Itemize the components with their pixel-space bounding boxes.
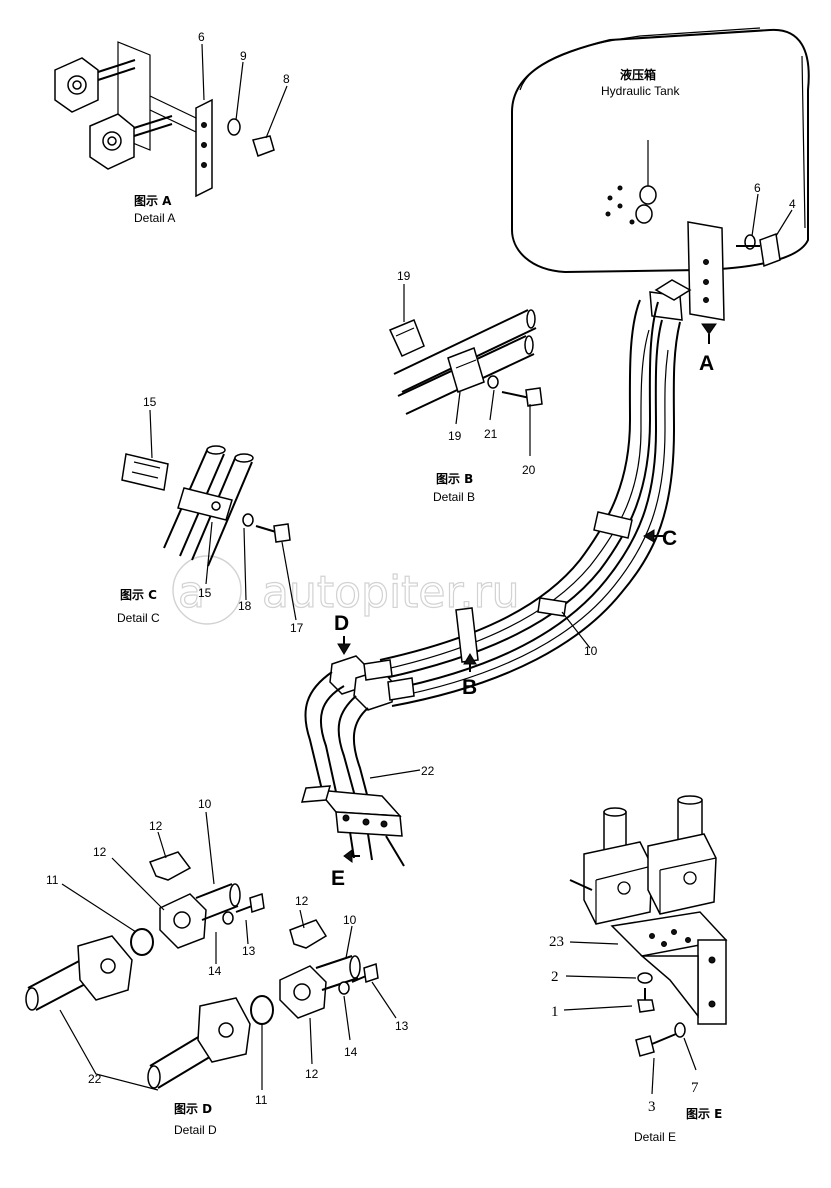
detail-a-caption-cn: 图示 A: [134, 194, 172, 208]
part-number-2: 2: [551, 969, 559, 985]
part-number-12-d-b: 12: [149, 819, 163, 833]
watermark-logo: a: [178, 567, 205, 618]
watermark-text: autopiter.ru: [262, 567, 520, 618]
detail-d-caption-cn: 图示 D: [174, 1102, 212, 1116]
part-number-11-d: 11: [255, 1093, 268, 1107]
detail-c-caption-en: Detail C: [117, 611, 160, 625]
part-number-14-d-b: 14: [344, 1045, 358, 1059]
detail-c-drawing: [121, 409, 297, 621]
detail-b-drawing: [388, 284, 543, 456]
watermark: a autopiter.ru: [172, 555, 520, 625]
part-number-10-main: 10: [584, 644, 598, 658]
arrow-c-icon: [643, 529, 655, 543]
main-hose-assembly: [300, 299, 681, 867]
arrow-d-icon: [337, 643, 351, 655]
part-number-12-d-d: 12: [305, 1067, 319, 1081]
arrow-label-b: B: [462, 676, 477, 699]
detail-a-drawing: [54, 41, 288, 198]
part-number-10-d-a: 10: [198, 797, 212, 811]
detail-e-caption-en: Detail E: [634, 1130, 676, 1144]
detail-e-drawing: [563, 795, 728, 1095]
arrow-label-d: D: [334, 612, 349, 635]
part-number-18: 18: [238, 599, 252, 613]
detail-c-caption-cn: 图示 C: [120, 588, 157, 602]
part-number-22-main: 22: [421, 764, 435, 778]
part-number-8: 8: [283, 72, 290, 86]
arrow-label-c: C: [662, 527, 677, 550]
part-number-20: 20: [522, 463, 536, 477]
part-number-6-a: 6: [198, 30, 205, 44]
part-number-1: 1: [551, 1004, 559, 1020]
arrow-label-e: E: [331, 867, 345, 890]
part-number-7: 7: [691, 1080, 699, 1096]
tank-label-en: Hydraulic Tank: [601, 84, 680, 98]
part-number-10-d-b: 10: [343, 913, 357, 927]
detail-a-caption-en: Detail A: [134, 211, 175, 225]
part-number-12-d-c: 12: [295, 894, 309, 908]
part-number-9: 9: [240, 49, 247, 63]
part-number-23: 23: [549, 934, 564, 950]
part-number-15-c: 15: [198, 586, 212, 600]
part-number-19-b-top: 19: [397, 269, 411, 283]
arrow-label-a: A: [699, 352, 714, 375]
tank-label-cn: 液压箱: [620, 67, 656, 82]
part-number-4: 4: [789, 197, 796, 211]
part-number-12-d-a: 12: [93, 845, 107, 859]
arrow-a-icon: [701, 323, 717, 335]
part-number-21: 21: [484, 427, 498, 441]
detail-d-caption-en: Detail D: [174, 1123, 217, 1137]
detail-b-caption-en: Detail B: [433, 490, 475, 504]
part-number-22-d: 22: [88, 1072, 102, 1086]
part-number-11-d-top: 11: [46, 873, 59, 887]
part-number-13-d-b: 13: [395, 1019, 409, 1033]
detail-d-drawing: [25, 811, 397, 1091]
part-number-6-b: 6: [754, 181, 761, 195]
hydraulic-tank-drawing: [511, 27, 810, 321]
part-number-15-c-top: 15: [143, 395, 157, 409]
part-number-19-b: 19: [448, 429, 462, 443]
part-number-14-d-a: 14: [208, 964, 222, 978]
part-number-17: 17: [290, 621, 304, 635]
detail-e-caption-cn: 图示 E: [686, 1107, 722, 1121]
arrow-e-icon: [343, 849, 353, 863]
part-number-13-d-a: 13: [242, 944, 256, 958]
part-number-3: 3: [648, 1099, 656, 1115]
detail-b-caption-cn: 图示 B: [436, 472, 473, 486]
